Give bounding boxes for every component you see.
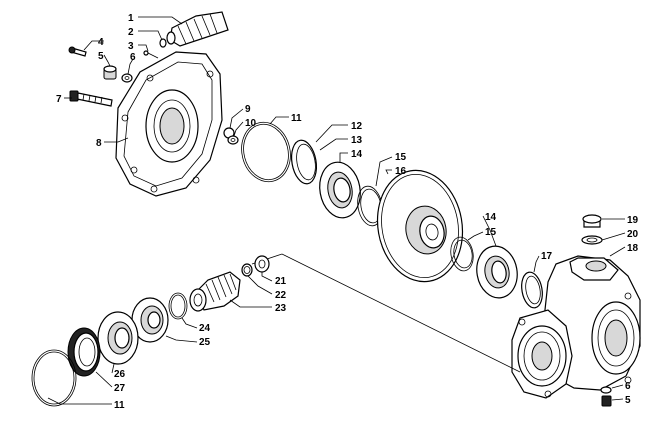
bearing-part-21 <box>254 255 270 273</box>
callout-15-right: 15 <box>485 227 497 238</box>
washer-part-6 <box>121 73 133 83</box>
o-ring-part-11 <box>241 121 291 183</box>
main-housing-part-18 <box>511 255 641 399</box>
ring-gear-part-16 <box>376 169 464 283</box>
callout-18: 18 <box>627 243 639 254</box>
bolt-part-7 <box>69 90 113 107</box>
callout-26: 26 <box>114 369 126 380</box>
callout-25: 25 <box>199 337 211 348</box>
seal-part-12 <box>290 139 318 185</box>
callout-1: 1 <box>128 13 134 24</box>
cover-housing-part-8 <box>115 51 223 197</box>
bearing-part-14-right <box>476 245 518 299</box>
callout-3: 3 <box>128 41 134 52</box>
bearing-part-14-left <box>319 161 361 219</box>
washer-part-20 <box>581 235 603 245</box>
callout-21: 21 <box>275 276 287 287</box>
washer-part-6-lower <box>600 386 612 394</box>
bolt-part-5-lower <box>601 395 612 407</box>
callout-16: 16 <box>395 166 407 177</box>
callout-20: 20 <box>627 229 639 240</box>
callout-labels: 1 2 3 4 5 6 7 8 9 10 11 12 13 14 15 16 1… <box>56 13 639 411</box>
ring-part-24 <box>168 292 188 320</box>
callout-2: 2 <box>128 27 134 38</box>
leader-lines <box>47 16 626 405</box>
callout-22: 22 <box>275 290 287 301</box>
callout-6-lower: 6 <box>625 381 631 392</box>
callout-17: 17 <box>541 251 553 262</box>
callout-12: 12 <box>351 121 363 132</box>
callout-14-right: 14 <box>485 212 497 223</box>
boot-part-1 <box>166 11 229 47</box>
callout-7: 7 <box>56 94 62 105</box>
bolt-part-5 <box>103 65 117 80</box>
callout-24: 24 <box>199 323 211 334</box>
callout-11-top: 11 <box>291 113 302 124</box>
screw-part-4 <box>68 46 87 57</box>
bearing-part-25 <box>131 297 169 343</box>
callout-8: 8 <box>96 138 102 149</box>
callout-13: 13 <box>351 135 363 146</box>
callout-11-bottom: 11 <box>114 400 125 411</box>
ring-part-2 <box>159 38 167 48</box>
callout-5: 5 <box>98 51 104 62</box>
callout-10: 10 <box>245 118 257 129</box>
washer-part-10 <box>227 135 239 145</box>
ring-part-22 <box>241 263 253 277</box>
callout-15-left: 15 <box>395 152 407 163</box>
bearing-part-26 <box>97 311 139 365</box>
callout-27: 27 <box>114 383 126 394</box>
callout-19: 19 <box>627 215 639 226</box>
pinion-gear-part-23 <box>189 271 241 312</box>
shim-part-15-right <box>450 236 474 272</box>
callout-23: 23 <box>275 303 287 314</box>
clip-part-3 <box>143 50 159 59</box>
callout-5-lower: 5 <box>625 395 631 406</box>
plug-part-19 <box>582 214 602 228</box>
o-ring-part-11-lower <box>31 349 77 407</box>
callout-6: 6 <box>130 52 136 63</box>
seal-part-27 <box>67 327 101 377</box>
callout-9: 9 <box>245 104 251 115</box>
seal-part-17 <box>521 271 543 309</box>
callout-4: 4 <box>98 37 104 48</box>
callout-14-left: 14 <box>351 149 363 160</box>
